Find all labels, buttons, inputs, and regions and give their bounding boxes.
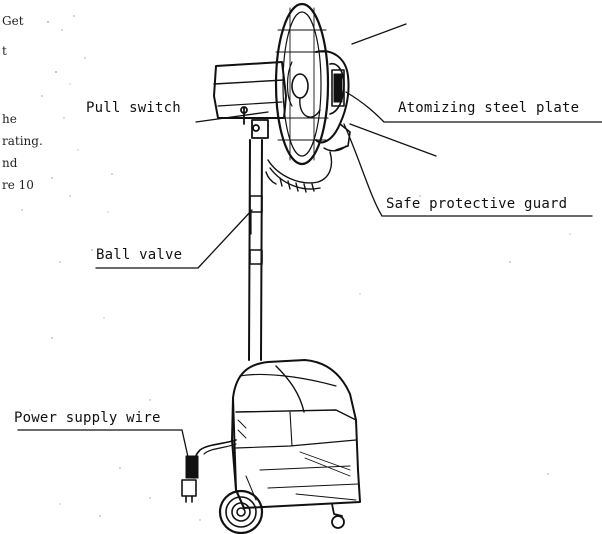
fan-guard [274, 2, 330, 166]
margin-fragment: t [2, 44, 7, 58]
pole [248, 139, 263, 361]
water-tank [231, 359, 361, 509]
margin-fragment: re 10 [2, 178, 34, 192]
label-power-supply-wire: Power supply wire [14, 410, 161, 426]
margin-fragment: he [2, 112, 17, 126]
pull-switch-bracket [240, 106, 269, 139]
front-wheel [218, 489, 264, 534]
margin-fragment: nd [2, 156, 18, 170]
water-hose [265, 151, 333, 193]
atomizer-assembly [315, 50, 351, 152]
mist-line-lower [349, 123, 437, 157]
rear-caster [331, 503, 345, 529]
margin-fragment: Get [2, 14, 24, 28]
label-atomizing-steel-plate: Atomizing steel plate [398, 100, 580, 116]
leader-atomizing-plate [345, 91, 602, 123]
power-cord [181, 439, 237, 503]
label-ball-valve: Ball valve [96, 247, 183, 263]
leader-power-wire [17, 429, 191, 467]
label-safe-protective-guard: Safe protective guard [386, 196, 568, 212]
leader-pull-switch [195, 111, 269, 123]
scan-noise [21, 15, 571, 521]
leader-ball-valve [95, 209, 253, 269]
mist-line-upper [351, 23, 407, 45]
margin-fragment: rating. [2, 134, 43, 148]
leader-lines [17, 23, 602, 467]
leader-protective-guard [343, 123, 593, 217]
tank-shading [237, 419, 357, 501]
label-pull-switch: Pull switch [86, 100, 181, 116]
